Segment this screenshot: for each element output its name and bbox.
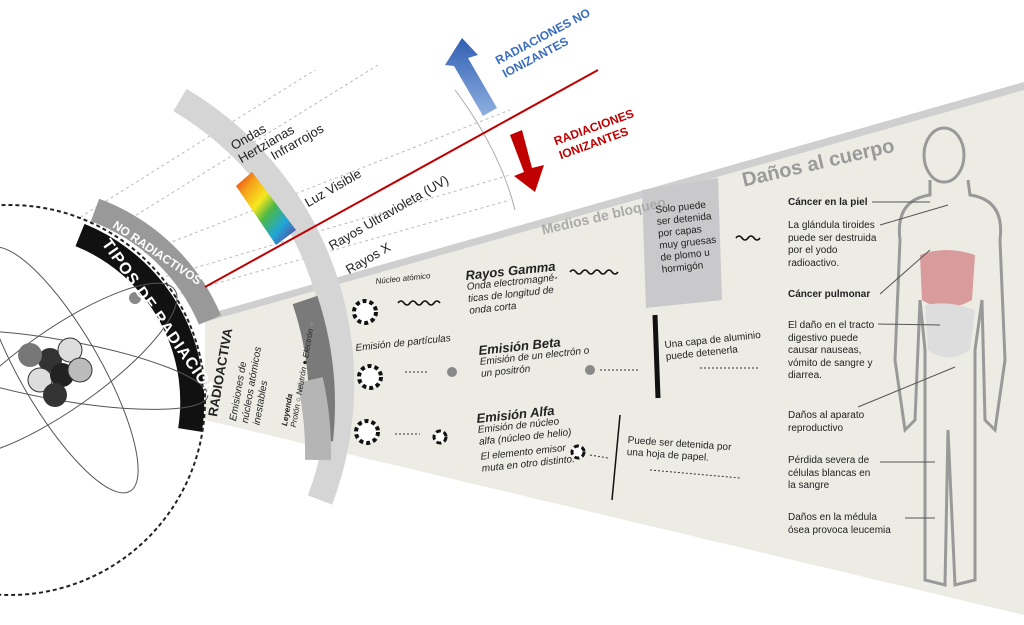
arrow-down-icon [510, 130, 544, 192]
damage-pointers [857, 201, 956, 519]
arrow-up-icon [445, 38, 497, 116]
visible-light-band [236, 172, 296, 245]
damage-item: Cáncer pulmonar [788, 289, 871, 300]
aluminium-block [652, 314, 661, 399]
paper-block [611, 414, 621, 501]
damage-item: Daños al aparato reproductivo [788, 410, 865, 434]
divider-arc [454, 89, 516, 211]
no-radiactivos-band [90, 198, 222, 325]
gamma-blocking-text: Solo puede ser detenida por capas muy gr… [655, 199, 717, 276]
organs-icon [920, 250, 975, 308]
damage-item: Daños en la médula ósea provoca leucemia [788, 512, 891, 536]
human-body-icon [893, 126, 1007, 587]
radioactive-panel [205, 82, 1024, 615]
tipos-band [75, 223, 205, 432]
alfa-block: Emisión Alfa Emisión de núcleo alfa (núc… [476, 403, 582, 476]
gamma-waves [397, 235, 761, 306]
lead-block [642, 178, 722, 308]
electron-icon [585, 365, 595, 375]
particle-arrows [395, 367, 760, 479]
damage-item: La glándula tiroides puede ser destruida… [788, 220, 877, 269]
panel-shadow [205, 82, 1024, 322]
nucleus-icon [18, 292, 141, 407]
damage-item: Cáncer en la piel [788, 197, 868, 208]
damage-item: El daño en el tracto digestivo puede cau… [788, 320, 875, 381]
nucleus-small-icon [352, 299, 586, 460]
ionizing-boundary-line [204, 69, 599, 288]
damage-item: Pérdida severa de células blancas en la … [788, 455, 871, 491]
intestines-icon [925, 303, 975, 358]
spectrum-arc [173, 88, 355, 505]
electron-icon [447, 367, 457, 377]
